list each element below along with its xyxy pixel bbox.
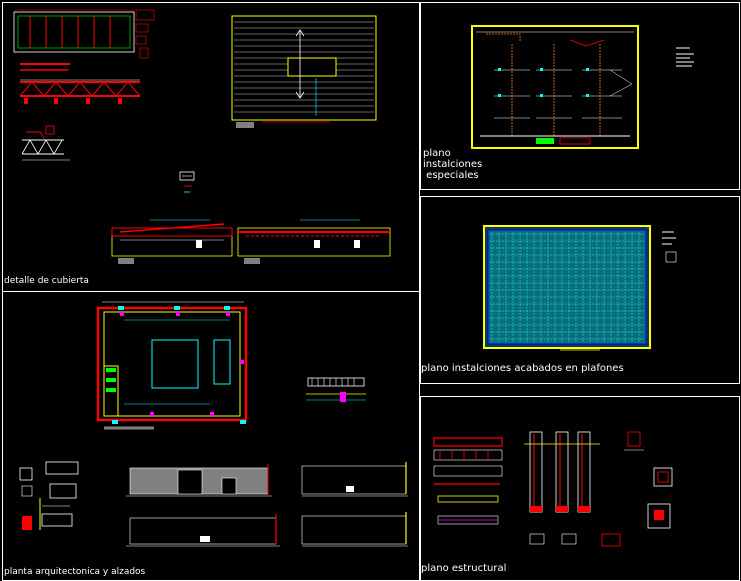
sheet-label-cubierta: detalle de cubierta (4, 276, 89, 286)
sheet-frame-plafones (420, 196, 740, 384)
small-legend-box (179, 171, 195, 193)
truss-detail-red (19, 79, 141, 104)
sheet-label-estructural: plano estructural (421, 563, 507, 574)
elevation-side (301, 462, 408, 497)
sheet-label-arquitectonica: planta arquitectonica y alzados (4, 567, 146, 577)
roof-section-right (237, 219, 391, 264)
elevation-side-2 (301, 512, 408, 547)
sheet-label-especiales: plano instalciones especiales (423, 148, 483, 181)
structural-details (433, 431, 673, 547)
elevation-rear (126, 514, 280, 547)
roof-plan (231, 15, 377, 128)
arch-small-details (19, 461, 79, 530)
truss-section-detail (21, 125, 70, 161)
arch-detail-strip (306, 377, 366, 402)
roof-truss-elevation (13, 9, 155, 71)
sheet-frame-especiales (420, 2, 740, 190)
sheet-label-plafones: plano instalciones acabados en plafones (421, 363, 624, 374)
architectural-plan (96, 301, 248, 430)
roof-section-left (111, 219, 233, 264)
plafones-plan (483, 225, 677, 351)
especiales-plan (471, 25, 694, 149)
elevation-front (126, 464, 272, 497)
